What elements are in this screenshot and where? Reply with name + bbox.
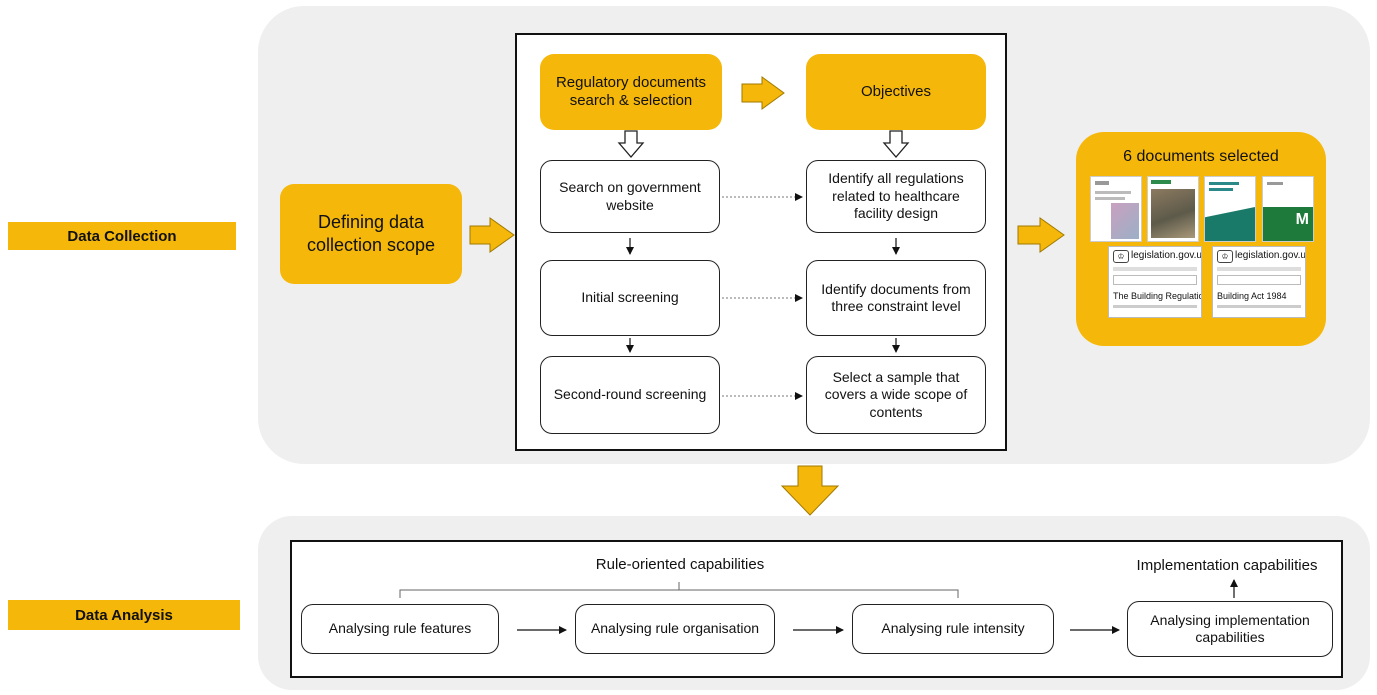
step-search-website-text: Search on government website	[559, 179, 701, 213]
legislation-site-label: legislation.gov.uk	[1131, 250, 1202, 261]
step-initial-screening-text: Initial screening	[581, 289, 679, 306]
analysis-rule-organisation-text: Analysing rule organisation	[590, 620, 760, 637]
legislation-site-label: legislation.gov.uk	[1235, 250, 1306, 261]
step-second-screening-text: Second-round screening	[553, 386, 707, 403]
crown-crest-icon: ♔	[1217, 250, 1233, 263]
analysis-rule-intensity: Analysing rule intensity	[852, 604, 1054, 654]
search-selection-header-text: Regulatory documents search & selection	[555, 74, 707, 109]
analysis-implementation-capabilities: Analysing implementation capabilities	[1127, 601, 1333, 657]
step-initial-screening: Initial screening	[540, 260, 720, 336]
objectives-header: Objectives	[806, 54, 986, 130]
selected-documents-box: 6 documents selected M ♔ legislation.gov…	[1076, 132, 1326, 346]
document-thumbnail-letter: M	[1295, 211, 1309, 228]
data-analysis-label: Data Analysis	[8, 600, 240, 630]
objective-identify-regulations-text: Identify all regulations related to heal…	[828, 170, 964, 222]
data-collection-label: Data Collection	[8, 222, 236, 250]
legislation-doc-1-title: The Building Regulations 2010	[1113, 291, 1201, 301]
step-second-screening: Second-round screening	[540, 356, 720, 434]
defining-scope-box: Defining data collection scope	[280, 184, 462, 284]
crown-crest-icon: ♔	[1113, 250, 1129, 263]
analysis-implementation-text: Analysing implementation capabilities	[1150, 611, 1310, 646]
document-thumbnail-2	[1147, 176, 1199, 242]
defining-scope-text: Defining data collection scope	[306, 211, 436, 255]
implementation-label: Implementation capabilities	[1136, 557, 1318, 574]
selected-documents-title: 6 documents selected	[1123, 148, 1279, 165]
step-search-website: Search on government website	[540, 160, 720, 233]
document-thumbnail-4: M	[1262, 176, 1314, 242]
search-selection-header: Regulatory documents search & selection	[540, 54, 722, 130]
objective-identify-documents: Identify documents from three constraint…	[806, 260, 986, 336]
objective-identify-documents-text: Identify documents from three constraint…	[821, 280, 971, 315]
objectives-header-text: Objectives	[860, 83, 932, 100]
objective-identify-regulations: Identify all regulations related to heal…	[806, 160, 986, 233]
analysis-rule-features-text: Analysing rule features	[328, 620, 472, 637]
data-analysis-label-text: Data Analysis	[75, 606, 173, 624]
analysis-rule-features: Analysing rule features	[301, 604, 499, 654]
data-collection-label-text: Data Collection	[67, 227, 177, 245]
document-thumbnail-1	[1090, 176, 1142, 242]
document-thumbnail-3	[1204, 176, 1256, 242]
legislation-doc-1: ♔ legislation.gov.uk The Building Regula…	[1108, 246, 1202, 318]
legislation-doc-2-title: Building Act 1984	[1217, 291, 1287, 301]
legislation-doc-2: ♔ legislation.gov.uk Building Act 1984	[1212, 246, 1306, 318]
objective-select-sample-text: Select a sample that covers a wide scope…	[824, 368, 968, 420]
rule-oriented-label: Rule-oriented capabilities	[595, 556, 765, 573]
objective-select-sample: Select a sample that covers a wide scope…	[806, 356, 986, 434]
analysis-rule-organisation: Analysing rule organisation	[575, 604, 775, 654]
analysis-rule-intensity-text: Analysing rule intensity	[881, 620, 1025, 637]
arrow-collection-to-analysis	[780, 465, 840, 516]
